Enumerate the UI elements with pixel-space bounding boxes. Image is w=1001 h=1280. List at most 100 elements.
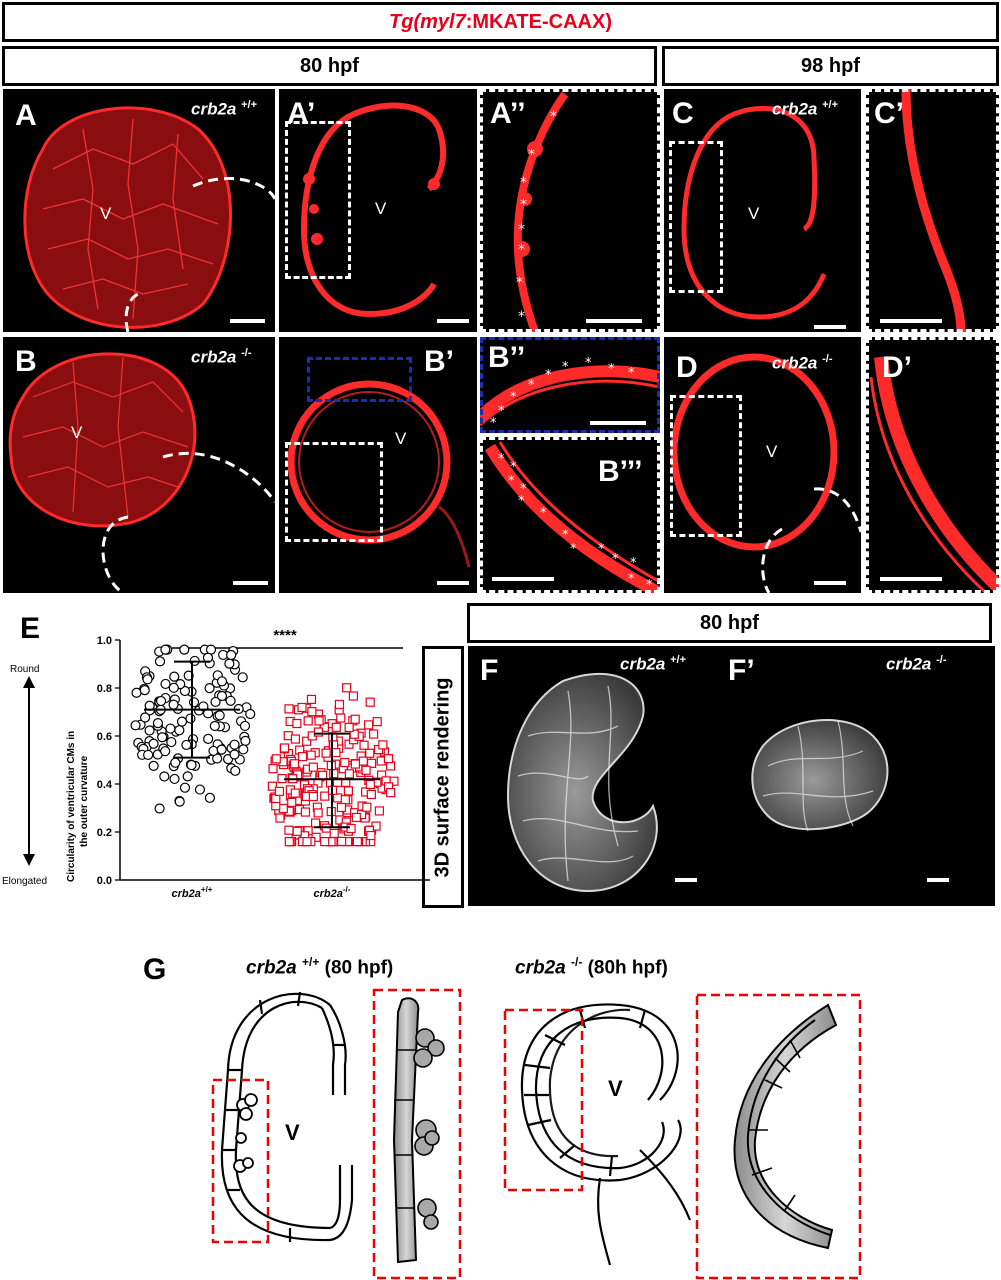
data-point [350, 759, 361, 769]
geno-text: crb2a [191, 347, 237, 367]
data-point [310, 818, 321, 828]
data-point [358, 756, 368, 766]
zoom-box-B-white [285, 442, 383, 542]
svg-text:*: * [628, 572, 635, 587]
data-point [302, 736, 312, 746]
zoom-frame-D1 [866, 337, 999, 593]
data-point [340, 795, 350, 805]
svg-text:*: * [562, 360, 569, 375]
zoom-box-B-blue [307, 357, 412, 402]
asterisks: ********* [490, 356, 635, 431]
asterisks: ******** [516, 109, 557, 325]
data-point [289, 759, 300, 769]
time-header-80hpf: 80 hpf [2, 46, 657, 86]
side-label-text: 3D surface rendering [431, 676, 454, 878]
scale-bar [814, 581, 846, 585]
data-point [176, 716, 188, 727]
scale-bar [437, 319, 469, 323]
scale-bar [880, 319, 942, 323]
geno-text: crb2a [772, 353, 818, 373]
data-point [168, 682, 179, 693]
data-point [179, 685, 191, 697]
ventricle-label: V [766, 442, 778, 461]
geno-text: crb2a [191, 99, 237, 119]
scale-bar [675, 878, 697, 882]
svg-text:*: * [520, 175, 527, 191]
x-tick-mutant: crb2a-/- [314, 885, 351, 900]
panel-B-double-prime-label: B’’ [488, 341, 526, 374]
data-point [349, 729, 359, 739]
data-point [225, 695, 236, 706]
ventricle-label: V [395, 429, 407, 448]
scale-bar [233, 581, 268, 585]
svg-text:*: * [510, 390, 517, 405]
svg-text:*: * [608, 362, 615, 377]
figure-title: Tg(myl7:MKATE-CAAX) [2, 2, 999, 42]
panel-F: F crb2a +/+ F’ crb2a -/- [468, 646, 995, 906]
zoom-frame-mutant [695, 993, 862, 1280]
svg-text:*: * [498, 452, 505, 467]
svg-text:*: * [518, 494, 525, 509]
data-point [155, 695, 167, 707]
data-point [166, 736, 177, 748]
data-point [152, 718, 164, 729]
data-point [344, 722, 354, 733]
data-point [204, 792, 216, 803]
time-98-label: 98 hpf [801, 54, 860, 77]
g-geno: crb2a [515, 957, 566, 979]
data-point [267, 781, 277, 791]
svg-text:*: * [598, 542, 605, 557]
svg-text:*: * [518, 309, 525, 325]
zoom-box-mutant [503, 1008, 584, 1192]
title-italic: Tg(myl7 [389, 10, 466, 33]
time-80-label-F: 80 hpf [700, 611, 759, 634]
panel-A-label: A [15, 99, 37, 132]
zoom-frame-A2 [480, 89, 660, 332]
panel-G-title-mutant: crb2a -/- (80h hpf) [515, 955, 668, 979]
data-point [268, 764, 278, 774]
data-point [230, 765, 241, 776]
data-point [160, 746, 171, 757]
panel-B-genotype: crb2a -/- [191, 347, 252, 368]
round-elongated-arrow [23, 676, 35, 866]
geno-text: crb2a [620, 654, 666, 674]
scale-bar [586, 319, 642, 323]
data-point [210, 696, 221, 708]
data-point [340, 757, 350, 768]
panel-D-prime: D’ [866, 337, 999, 593]
geno-sup: -/- [822, 353, 833, 365]
data-point [290, 734, 301, 744]
svg-text:*: * [510, 460, 517, 475]
data-point [216, 676, 228, 687]
data-point [168, 699, 179, 710]
significance-label: **** [273, 627, 297, 644]
data-point [226, 649, 237, 661]
data-point [344, 769, 354, 779]
data-point [378, 740, 388, 750]
svg-text:*: * [562, 528, 569, 543]
g-geno: crb2a [246, 957, 297, 979]
data-point [240, 735, 251, 747]
panel-C-label: C [672, 97, 694, 130]
data-point [351, 812, 361, 823]
data-point [203, 733, 214, 745]
data-point [245, 708, 256, 720]
data-point [364, 720, 374, 730]
data-point [329, 828, 339, 839]
y-tick-label: 1.0 [97, 635, 112, 647]
svg-text:*: * [646, 578, 653, 593]
data-point [154, 656, 166, 667]
data-point [383, 754, 394, 764]
ventricle-label: V [748, 204, 760, 223]
surface-rendering-side-label: 3D surface rendering [422, 646, 464, 908]
time-80-label: 80 hpf [300, 54, 359, 77]
ventricle-label: V [71, 423, 83, 442]
panel-G-schematics: V V [211, 988, 862, 1280]
data-point [334, 699, 345, 710]
data-point [365, 697, 375, 707]
geno-sup: -/- [241, 347, 252, 359]
data-point [142, 674, 153, 685]
svg-text:*: * [520, 482, 527, 497]
zoom-box-D [670, 395, 742, 537]
data-point [331, 722, 341, 732]
